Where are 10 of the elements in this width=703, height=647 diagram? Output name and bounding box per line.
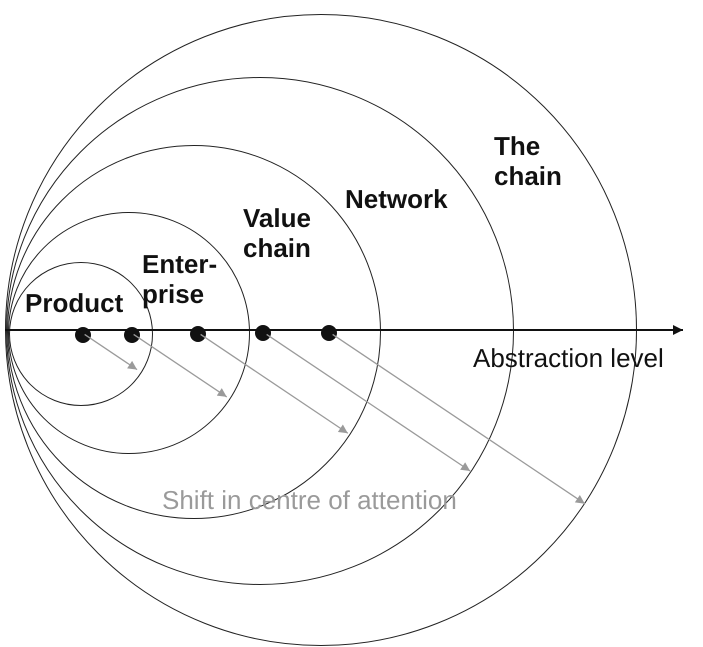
circle-label: Product [25, 288, 124, 318]
circle-label: The chain [494, 131, 563, 191]
arrow [84, 334, 138, 370]
arrow [133, 334, 228, 398]
arrow [332, 334, 586, 504]
circle-label: Enter- prise [142, 249, 218, 309]
arrow [200, 334, 348, 434]
circle-label: Network [345, 184, 449, 214]
circle-label: Value chain [243, 203, 312, 263]
arrow [266, 334, 470, 472]
